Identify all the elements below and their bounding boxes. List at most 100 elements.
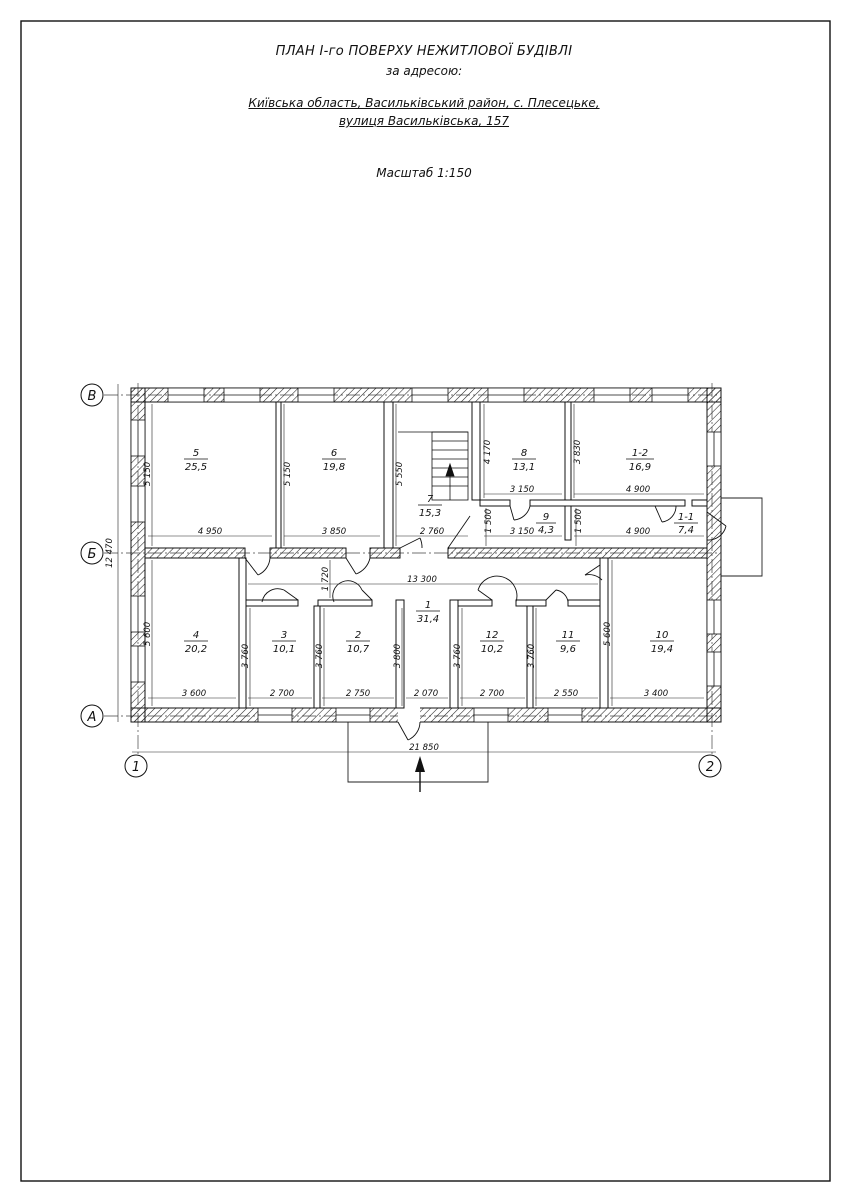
svg-text:3 850: 3 850	[322, 527, 346, 537]
svg-text:5 600: 5 600	[603, 622, 613, 646]
svg-text:А: А	[87, 710, 97, 725]
svg-text:15,3: 15,3	[419, 508, 441, 519]
dimension-labels: 5 150 5 150 5 550 4 170 3 830 3 150 4 90…	[105, 440, 668, 753]
svg-text:3 150: 3 150	[510, 527, 534, 537]
svg-text:2 700: 2 700	[270, 689, 294, 699]
svg-text:4: 4	[193, 630, 199, 641]
door-swings	[244, 505, 727, 741]
svg-text:8: 8	[521, 448, 527, 459]
room-1-1: 1-17,4	[674, 512, 698, 536]
address-line-2: вулиця Васильківська, 157	[338, 114, 510, 128]
svg-text:2 550: 2 550	[554, 689, 578, 699]
svg-text:11: 11	[562, 630, 575, 641]
svg-text:10: 10	[656, 630, 669, 641]
axis-1-marker: 1	[124, 754, 148, 778]
svg-text:4 900: 4 900	[626, 527, 650, 537]
svg-text:1 720: 1 720	[321, 567, 331, 591]
axis-b-marker: Б	[80, 541, 104, 565]
svg-text:5: 5	[193, 448, 199, 459]
svg-text:13 300: 13 300	[407, 575, 437, 585]
room-9: 94,3	[536, 512, 556, 536]
svg-text:16,9: 16,9	[629, 462, 651, 473]
svg-text:10,2: 10,2	[481, 644, 503, 655]
svg-text:3 830: 3 830	[573, 440, 583, 464]
svg-text:3 400: 3 400	[644, 689, 668, 699]
sheet-frame	[20, 20, 831, 1182]
svg-text:9,6: 9,6	[560, 644, 576, 655]
svg-text:1-1: 1-1	[678, 512, 694, 523]
svg-text:19,4: 19,4	[651, 644, 673, 655]
room-1: 131,4	[416, 600, 440, 625]
svg-text:25,5: 25,5	[185, 462, 207, 473]
svg-text:21 850: 21 850	[409, 743, 439, 753]
svg-text:3 600: 3 600	[182, 689, 206, 699]
axis-a-marker: А	[80, 704, 104, 728]
windows	[130, 387, 722, 723]
svg-text:1 500: 1 500	[574, 509, 584, 533]
dimension-lines	[117, 384, 716, 753]
svg-text:3 150: 3 150	[510, 485, 534, 495]
svg-text:6: 6	[331, 448, 337, 459]
room-11: 119,6	[556, 630, 580, 655]
svg-text:31,4: 31,4	[417, 614, 439, 625]
svg-text:2 070: 2 070	[414, 689, 438, 699]
room-6: 619,8	[322, 448, 346, 473]
interior-walls	[144, 401, 708, 709]
axis-v-marker: В	[80, 383, 104, 407]
svg-text:2 700: 2 700	[480, 689, 504, 699]
svg-text:1: 1	[132, 760, 140, 775]
plan-title: ПЛАН І-го ПОВЕРХУ НЕЖИТЛОВОЇ БУДІВЛІ	[275, 44, 573, 59]
svg-text:10,1: 10,1	[273, 644, 295, 655]
svg-text:2: 2	[706, 760, 714, 775]
room-12: 12 10,2	[480, 630, 504, 655]
scale-label: Масштаб 1:150	[376, 166, 472, 180]
svg-text:4,3: 4,3	[538, 525, 554, 536]
svg-text:5 150: 5 150	[283, 462, 293, 486]
room-7: 715,3	[418, 494, 442, 519]
svg-text:7: 7	[427, 494, 434, 505]
svg-text:9: 9	[543, 512, 549, 523]
svg-text:7,4: 7,4	[678, 525, 694, 536]
room-3: 310,1	[272, 630, 296, 655]
room-2: 210,7	[346, 630, 370, 655]
room-8: 813,1	[512, 448, 536, 473]
svg-text:1-2: 1-2	[632, 448, 648, 459]
svg-text:20,2: 20,2	[185, 644, 207, 655]
svg-text:1 500: 1 500	[484, 509, 494, 533]
svg-text:5 600: 5 600	[143, 622, 153, 646]
svg-text:5 150: 5 150	[143, 462, 153, 486]
svg-text:3 760: 3 760	[453, 644, 463, 668]
svg-text:3 760: 3 760	[241, 644, 251, 668]
room-10: 10 19,4	[650, 630, 674, 655]
svg-text:12: 12	[486, 630, 499, 641]
svg-text:10,7: 10,7	[347, 644, 370, 655]
svg-text:2 750: 2 750	[346, 689, 370, 699]
address-caption: за адресою:	[385, 64, 463, 78]
svg-text:4 900: 4 900	[626, 485, 650, 495]
svg-text:4 950: 4 950	[198, 527, 222, 537]
svg-text:12 470: 12 470	[105, 538, 115, 568]
address-line-1: Київська область, Васильківський район, …	[248, 96, 600, 110]
svg-text:3 760: 3 760	[315, 644, 325, 668]
svg-text:1: 1	[425, 600, 431, 611]
main-entrance-gap	[398, 707, 420, 723]
svg-text:13,1: 13,1	[513, 462, 535, 473]
axis-2-marker: 2	[698, 754, 722, 778]
svg-text:2: 2	[355, 630, 361, 641]
room-labels: 525,5 619,8 715,3 813,1 1-216,9 94,3 1-1…	[184, 448, 698, 655]
svg-text:2 760: 2 760	[420, 527, 444, 537]
svg-text:3 760: 3 760	[527, 644, 537, 668]
svg-text:5 550: 5 550	[395, 462, 405, 486]
room-4: 420,2	[184, 630, 208, 655]
svg-text:4 170: 4 170	[483, 440, 493, 464]
svg-text:3 800: 3 800	[393, 644, 403, 668]
svg-text:В: В	[88, 389, 97, 404]
svg-text:Б: Б	[88, 547, 97, 562]
svg-text:3: 3	[281, 630, 287, 641]
svg-text:19,8: 19,8	[323, 462, 345, 473]
room-1-2: 1-2 16,9	[626, 448, 654, 473]
entrance-arrow	[415, 756, 425, 792]
staircase	[398, 431, 469, 501]
room-5: 525,5	[184, 448, 208, 473]
